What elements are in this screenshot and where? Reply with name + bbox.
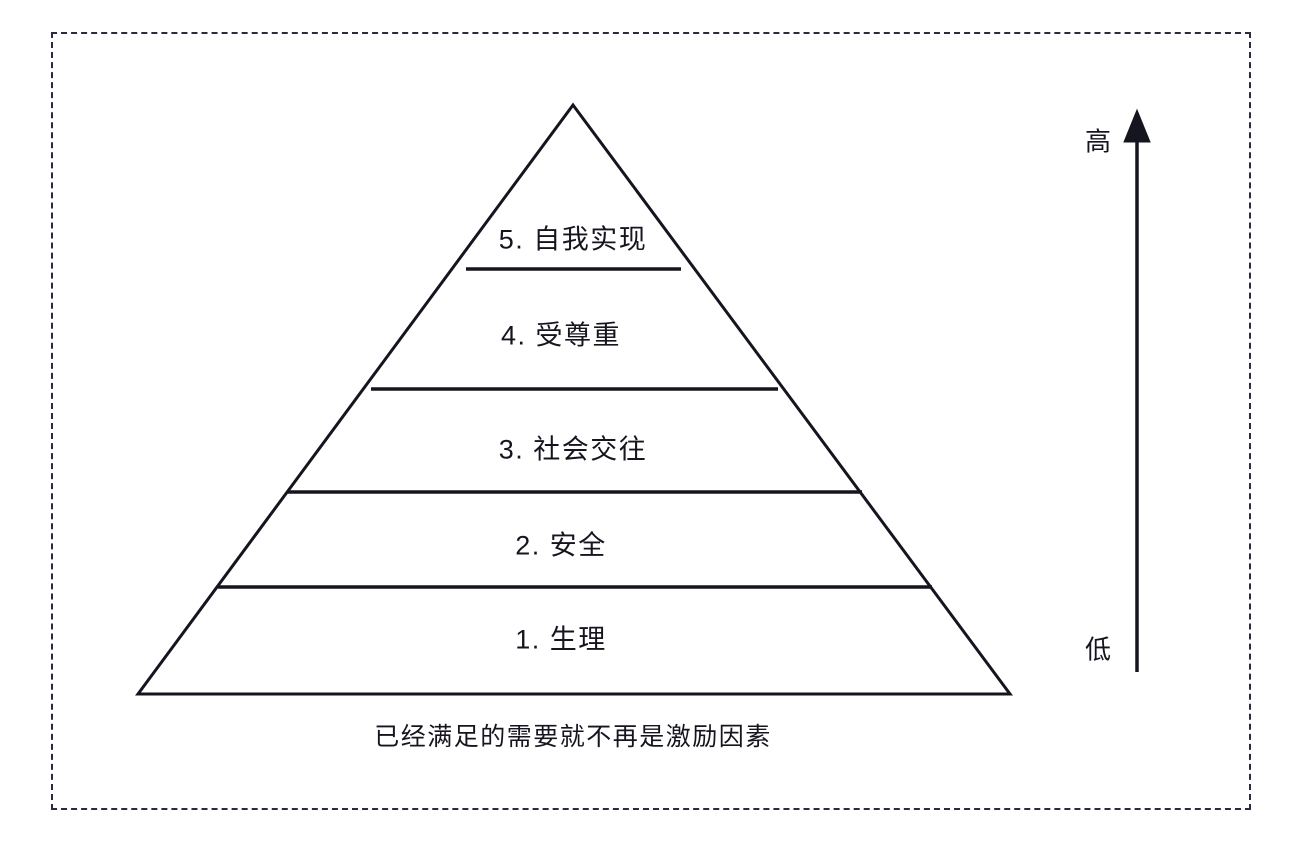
dashed-border-frame xyxy=(51,32,1251,810)
pyramid-tier-1-label: 1. 生理 xyxy=(515,624,607,655)
pyramid-tier-2-label: 2. 安全 xyxy=(515,530,607,561)
pyramid-outline xyxy=(135,102,1013,696)
axis-high-label: 高 xyxy=(1084,126,1112,157)
axis-low-label: 低 xyxy=(1084,634,1112,665)
level-arrow-icon xyxy=(1123,108,1151,672)
pyramid-caption: 已经满足的需要就不再是激励因素 xyxy=(374,723,772,751)
pyramid-tier-5-label: 5. 自我实现 xyxy=(498,224,648,255)
pyramid-tier-3-label: 3. 社会交往 xyxy=(498,434,648,465)
pyramid-tier-4-label: 4. 受尊重 xyxy=(500,320,622,351)
